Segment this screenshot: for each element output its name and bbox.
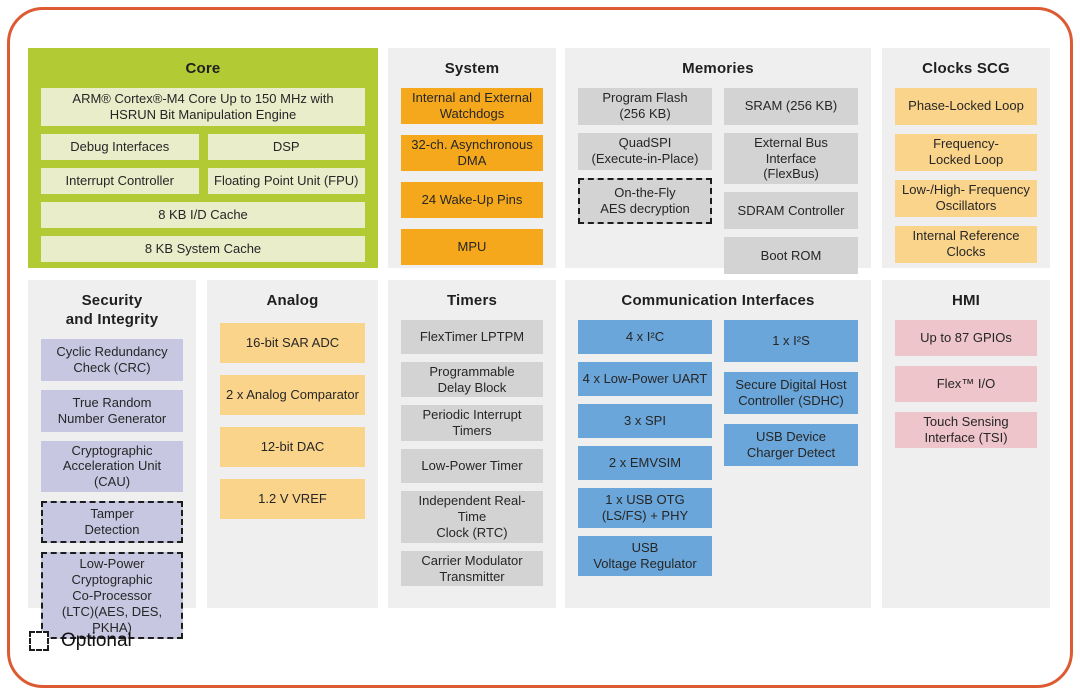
block-cau: Cryptographic Acceleration Unit (CAU) [41,440,183,493]
block-program-flash: Program Flash (256 KB) [578,87,712,125]
block-spi: 3 x SPI [578,403,712,438]
block-low-power-uart: 4 x Low-Power UART [578,361,712,396]
section-system-title: System [444,60,500,77]
security-blocks: Cyclic Redundancy Check (CRC) True Rando… [41,338,183,640]
legend: Optional [29,630,132,652]
block-ltc-coprocessor: Low-Power Cryptographic Co-Processor (LT… [41,552,183,640]
block-crc: Cyclic Redundancy Check (CRC) [41,338,183,381]
comm-right-column: 1 x I²S Secure Digital Host Controller (… [724,319,858,576]
block-mpu: MPU [401,228,543,265]
section-core: Core ARM® Cortex®-M4 Core Up to 150 MHz … [28,48,378,268]
block-oscillators: Low-/High- Frequency Oscillators [895,179,1037,217]
core-blocks: ARM® Cortex®-M4 Core Up to 150 MHz with … [41,87,365,262]
block-tsi: Touch Sensing Interface (TSI) [895,411,1037,448]
block-emvsim: 2 x EMVSIM [578,445,712,480]
section-security-title: Security and Integrity [65,292,159,328]
legend-label: Optional [61,630,132,651]
block-i2c: 4 x I²C [578,319,712,354]
block-low-power-timer: Low-Power Timer [401,449,543,484]
block-internal-reference-clocks: Internal Reference Clocks [895,225,1037,263]
block-fpu: Floating Point Unit (FPU) [207,167,365,194]
section-memories-title: Memories [682,60,754,77]
clocks-blocks: Phase-Locked Loop Frequency- Locked Loop… [895,87,1037,263]
block-fll: Frequency- Locked Loop [895,133,1037,171]
section-hmi-title: HMI [951,292,981,309]
block-otf-aes-decryption: On-the-Fly AES decryption [578,177,712,224]
block-debug-interfaces: Debug Interfaces [41,133,199,160]
block-interrupt-controller: Interrupt Controller [41,167,199,194]
block-i2s: 1 x I²S [724,319,858,362]
section-core-title: Core [185,60,221,77]
block-dsp: DSP [207,133,365,160]
analog-blocks: 16-bit SAR ADC 2 x Analog Comparator 12-… [220,322,365,519]
block-id-cache: 8 KB I/D Cache [41,201,365,228]
block-sar-adc: 16-bit SAR ADC [220,322,365,363]
block-boot-rom: Boot ROM [724,237,858,275]
block-wakeup-pins: 24 Wake-Up Pins [401,181,543,218]
block-vref: 1.2 V VREF [220,478,365,519]
block-usb-voltage-regulator: USB Voltage Regulator [578,535,712,576]
block-carrier-modulator-transmitter: Carrier Modulator Transmitter [401,550,543,587]
section-security-integrity: Security and Integrity Cyclic Redundancy… [28,280,196,640]
section-hmi: HMI Up to 87 GPIOs Flex™ I/O Touch Sensi… [882,280,1050,608]
block-usb-device-charger-detect: USB Device Charger Detect [724,423,858,466]
block-system-cache: 8 KB System Cache [41,235,365,262]
timers-blocks: FlexTimer LPTPM Programmable Delay Block… [401,319,543,587]
section-clocks-title: Clocks SCG [922,60,1010,77]
block-gpios: Up to 87 GPIOs [895,319,1037,356]
block-external-bus-interface: External Bus Interface (FlexBus) [724,132,858,185]
memories-blocks: Program Flash (256 KB) QuadSPI (Execute-… [578,87,858,275]
section-analog: Analog 16-bit SAR ADC 2 x Analog Compara… [207,280,378,608]
section-communication-interfaces: Communication Interfaces 4 x I²C 4 x Low… [565,280,871,608]
block-async-dma: 32-ch. Asynchronous DMA [401,134,543,171]
section-analog-title: Analog [266,292,319,309]
memories-right-column: SRAM (256 KB) External Bus Interface (Fl… [724,87,858,275]
hmi-blocks: Up to 87 GPIOs Flex™ I/O Touch Sensing I… [895,319,1037,448]
block-quadspi: QuadSPI (Execute-in-Place) [578,132,712,170]
block-sram: SRAM (256 KB) [724,87,858,125]
block-pll: Phase-Locked Loop [895,87,1037,125]
memories-left-column: Program Flash (256 KB) QuadSPI (Execute-… [578,87,712,275]
block-programmable-delay-block: Programmable Delay Block [401,361,543,398]
block-usb-otg-phy: 1 x USB OTG (LS/FS) + PHY [578,487,712,528]
section-system: System Internal and External Watchdogs 3… [388,48,556,268]
optional-dashed-box-icon [29,631,49,651]
section-comm-title: Communication Interfaces [621,292,815,309]
section-timers-title: Timers [446,292,498,309]
section-timers: Timers FlexTimer LPTPM Programmable Dela… [388,280,556,608]
block-flextimer-lptpm: FlexTimer LPTPM [401,319,543,354]
block-tamper-detection: Tamper Detection [41,501,183,544]
block-rtc: Independent Real-Time Clock (RTC) [401,491,543,543]
comm-blocks: 4 x I²C 4 x Low-Power UART 3 x SPI 2 x E… [578,319,858,576]
system-blocks: Internal and External Watchdogs 32-ch. A… [401,87,543,265]
section-clocks-scg: Clocks SCG Phase-Locked Loop Frequency- … [882,48,1050,268]
section-memories: Memories Program Flash (256 KB) QuadSPI … [565,48,871,275]
block-sdhc: Secure Digital Host Controller (SDHC) [724,371,858,414]
block-sdram-controller: SDRAM Controller [724,192,858,230]
comm-left-column: 4 x I²C 4 x Low-Power UART 3 x SPI 2 x E… [578,319,712,576]
block-arm-cortex-core: ARM® Cortex®-M4 Core Up to 150 MHz with … [41,87,365,126]
block-analog-comparator: 2 x Analog Comparator [220,374,365,415]
block-watchdogs: Internal and External Watchdogs [401,87,543,124]
block-flexio: Flex™ I/O [895,365,1037,402]
block-trng: True Random Number Generator [41,389,183,432]
block-dac: 12-bit DAC [220,426,365,467]
block-periodic-interrupt-timers: Periodic Interrupt Timers [401,405,543,442]
